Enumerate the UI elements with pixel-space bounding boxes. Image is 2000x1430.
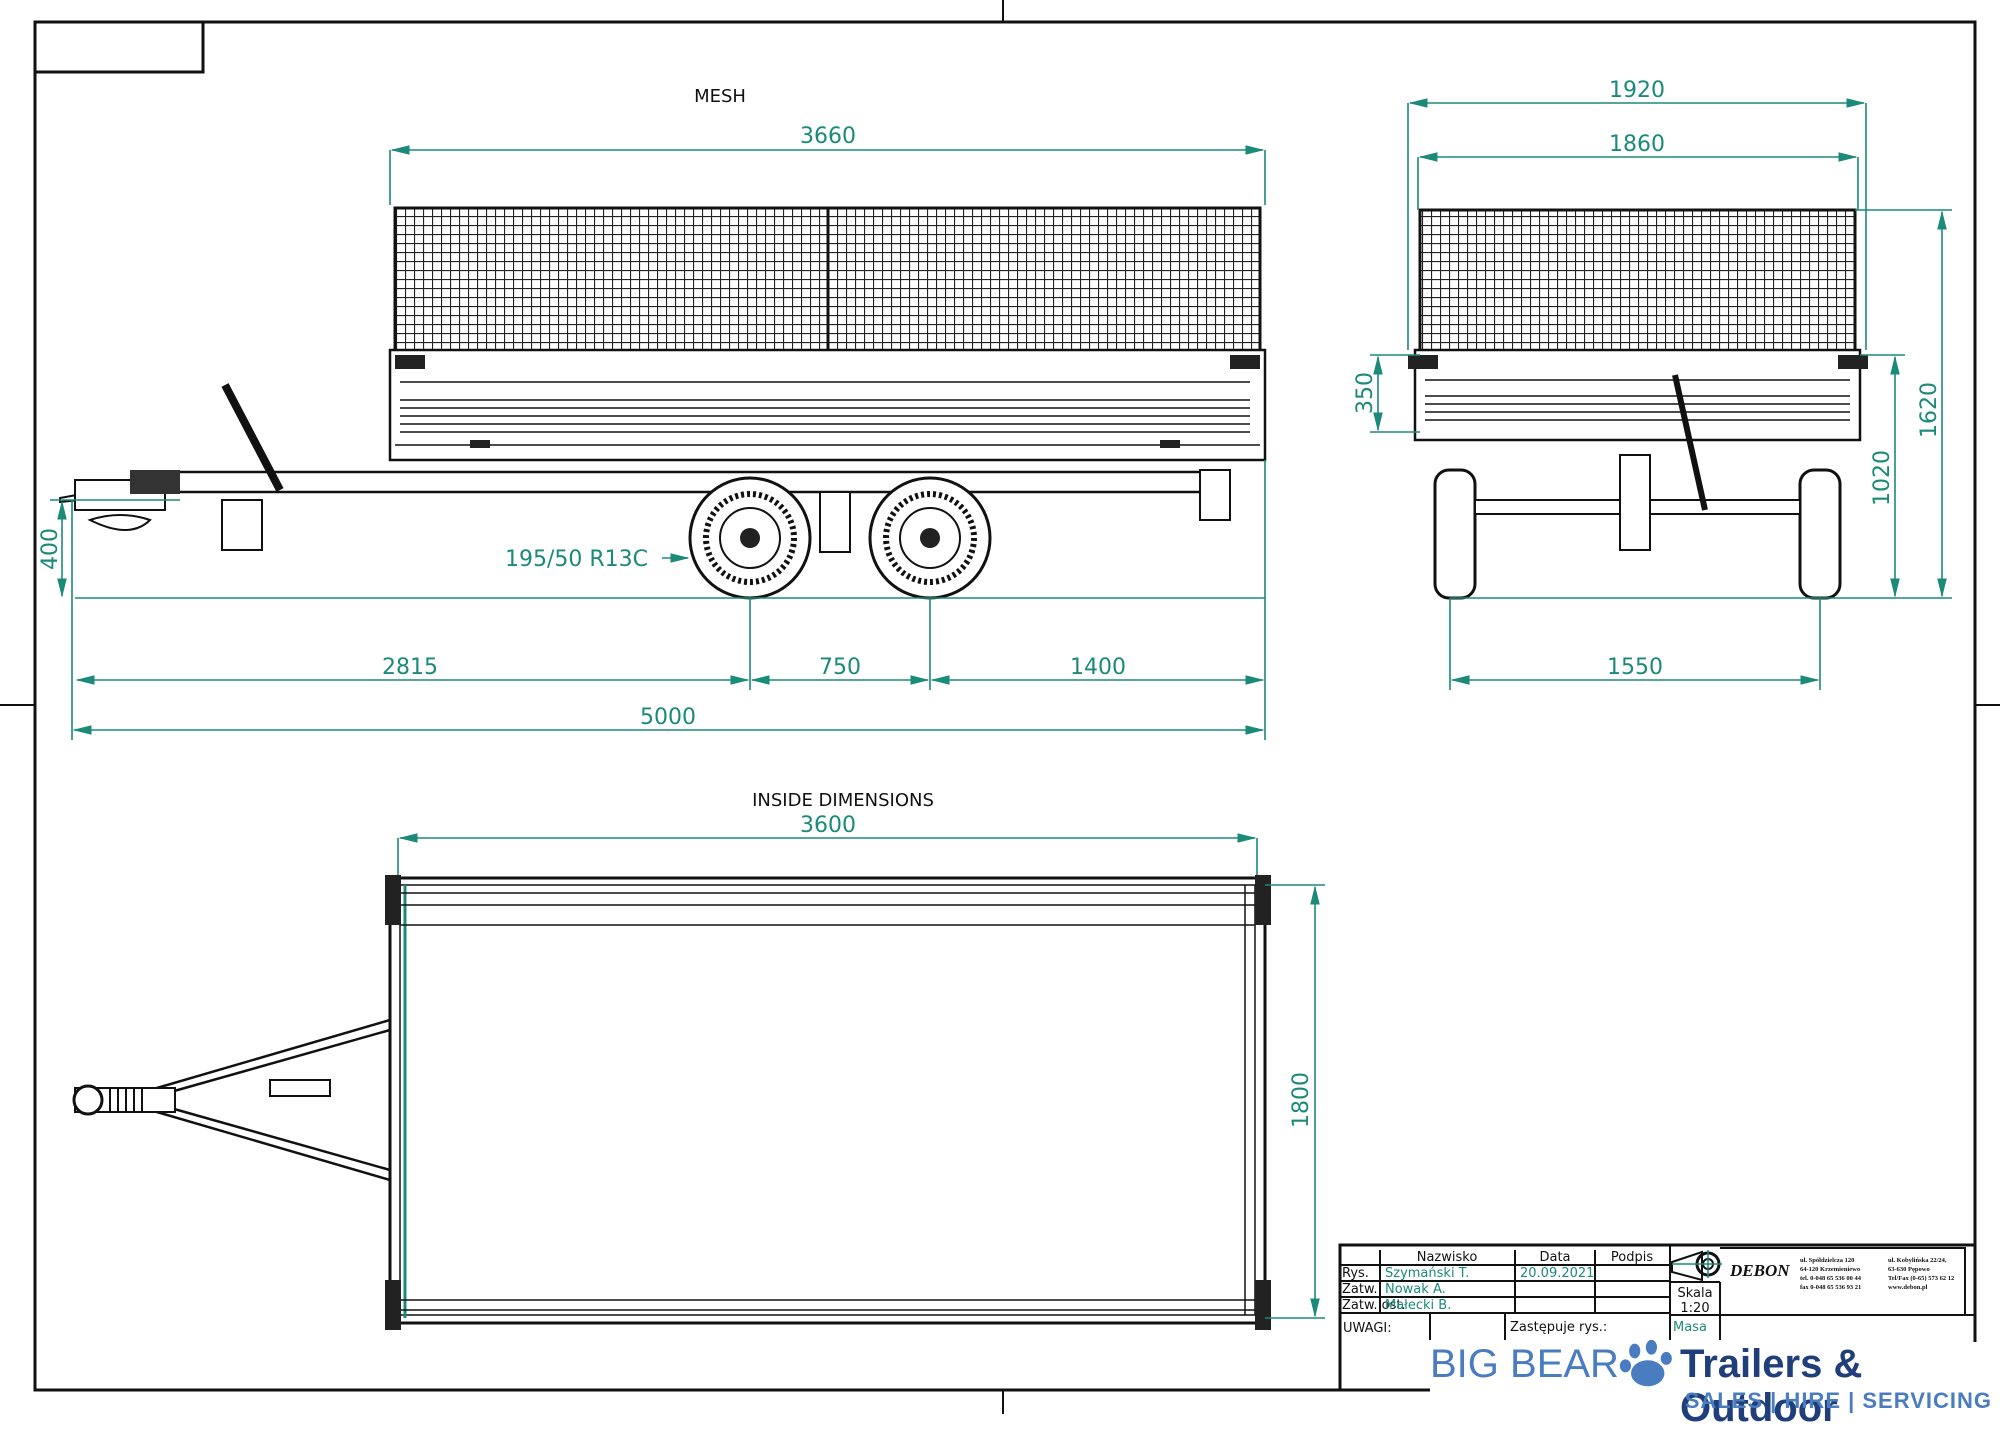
dim-1920: 1920: [1609, 78, 1665, 103]
side-view-title: MESH: [694, 86, 746, 107]
address-line: fax 0-048 65 536 93 21: [1800, 1284, 1861, 1291]
address-line: ul. Kobylińska 22/24,: [1888, 1257, 1947, 1264]
dim-1400: 1400: [1070, 655, 1126, 680]
dim-1550: 1550: [1607, 655, 1663, 680]
paw-icon: [1619, 1339, 1672, 1387]
front-view: 1920 1860 350 1620 1020 1550: [1353, 78, 1952, 690]
top-view-title: INSIDE DIMENSIONS: [752, 790, 934, 811]
top-view: INSIDE DIMENSIONS 3600 1800: [72, 790, 1325, 1330]
replaces-label: Zastępuje rys.:: [1510, 1320, 1607, 1335]
front-mesh-panel: [1418, 208, 1857, 357]
wheel-front: [688, 476, 812, 600]
header-name: Nazwisko: [1417, 1250, 1478, 1265]
corner-box: [33, 20, 205, 74]
scale-value: 1:20: [1680, 1301, 1709, 1316]
scale-label: Skala: [1677, 1286, 1712, 1301]
row-role: Rys.: [1342, 1266, 1369, 1281]
header-signature: Podpis: [1611, 1250, 1653, 1265]
dim-350: 350: [1353, 372, 1378, 414]
header-date: Data: [1539, 1250, 1570, 1265]
row-role: Zatw.: [1342, 1282, 1378, 1297]
dim-5000: 5000: [640, 705, 696, 730]
row-name: Szymański T.: [1385, 1266, 1469, 1281]
projection-symbol: [1671, 1250, 1703, 1282]
brand-left: BIG BEAR: [1430, 1342, 1619, 1386]
dim-3600: 3600: [800, 813, 856, 838]
dim-400: 400: [38, 528, 63, 570]
trailer-body: [388, 348, 1267, 462]
dim-3660: 3660: [800, 124, 856, 149]
row-name: Nowak A.: [1385, 1282, 1446, 1297]
tyre-label: 195/50 R13C: [505, 547, 648, 572]
dim-1860: 1860: [1609, 132, 1665, 157]
row-date: 20.09.2021: [1520, 1266, 1594, 1281]
address-line: ul. Spółdzielcza 120: [1800, 1257, 1854, 1264]
dim-1620: 1620: [1917, 382, 1942, 438]
mass-label: Masa: [1673, 1320, 1707, 1335]
tagline: SALES | HIRE | SERVICING: [1684, 1388, 1992, 1413]
brand-right: Trailers & Outdoor: [1680, 1342, 1863, 1430]
address-line: 63-630 Pępowo: [1888, 1266, 1930, 1273]
wheel-rear: [868, 476, 992, 600]
dim-750: 750: [819, 655, 861, 680]
address-line: 64-120 Krzemieniewo: [1800, 1266, 1860, 1273]
address-line: www.debon.pl: [1888, 1284, 1928, 1291]
dim-1020: 1020: [1870, 450, 1895, 506]
dim-2815: 2815: [382, 655, 438, 680]
side-view: MESH 3660 2815 75: [38, 86, 1267, 740]
big-bear-logo: BIG BEAR Trailers & Outdoor SALES | HIRE…: [1430, 1339, 2000, 1430]
row-name: Małecki B.: [1385, 1298, 1451, 1313]
address-line: tel. 0-048 65 536 00 44: [1800, 1275, 1862, 1282]
row-role: Zatw. ost.: [1342, 1298, 1406, 1313]
trailer-bed: [388, 876, 1267, 1325]
remarks-label: UWAGI:: [1343, 1321, 1392, 1336]
company-logo: DEBON: [1729, 1261, 1790, 1280]
address-line: Tel/Fax (0-65) 573 62 12: [1888, 1275, 1954, 1282]
dim-1800: 1800: [1289, 1072, 1314, 1128]
